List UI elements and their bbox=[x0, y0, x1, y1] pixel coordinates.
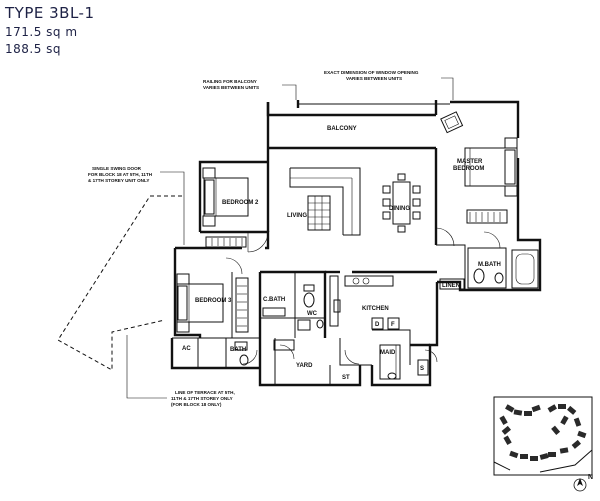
north-arrow-icon: N bbox=[573, 474, 593, 492]
bath-label: BATH bbox=[230, 347, 246, 353]
area-sqm: 171.5 sq m bbox=[5, 25, 78, 39]
kitchen-label: KITCHEN bbox=[362, 306, 389, 312]
master-bed-icon bbox=[464, 137, 518, 197]
bedroom3-wardrobe-icon bbox=[235, 277, 249, 333]
yard-label: YARD bbox=[296, 363, 313, 369]
terrace-note: LINE OF TERRACE AT 5TH, 11TH & 17TH STOR… bbox=[126, 335, 235, 407]
door-leader bbox=[160, 171, 185, 245]
master-bath-fixtures bbox=[467, 247, 539, 289]
coffee-table-icon bbox=[307, 195, 331, 231]
balcony-label: BALCONY bbox=[327, 126, 357, 132]
bath-fixtures bbox=[234, 284, 324, 366]
railing-note-line2: VARIES BETWEEN UNITS bbox=[203, 85, 259, 90]
ac-label: AC bbox=[182, 346, 191, 352]
door-swings bbox=[225, 227, 501, 365]
area-sqft: 188.5 sq bbox=[5, 42, 62, 56]
fridge-label: D bbox=[375, 322, 380, 328]
sofa-set-icon bbox=[289, 167, 361, 236]
living-label: LIVING bbox=[287, 213, 307, 219]
north-label: N bbox=[588, 474, 593, 481]
window-note-line2: VARIES BETWEEN UNITS bbox=[346, 76, 402, 81]
bedroom3-bed-icon bbox=[176, 273, 224, 333]
unit-type-title: TYPE 3BL-1 bbox=[5, 4, 95, 22]
railing-note: RAILING FOR BALCONY VARIES BETWEEN UNITS bbox=[203, 79, 297, 100]
c-bath-label: C.BATH bbox=[263, 297, 285, 303]
terrace-note-line1: LINE OF TERRACE AT 5TH, bbox=[175, 390, 235, 395]
st-label: ST bbox=[342, 375, 350, 381]
door-note-line1: SINGLE SWING DOOR bbox=[92, 166, 142, 171]
terrace-outline bbox=[57, 195, 182, 371]
bedroom3-label: BEDROOM 3 bbox=[195, 298, 232, 304]
dining-label: DINING bbox=[389, 206, 410, 212]
terrace-note-line3: (FOR BLOCK 18 ONLY) bbox=[171, 402, 222, 407]
exterior-walls bbox=[170, 100, 542, 387]
kitchen-fixtures bbox=[329, 275, 429, 380]
maid-label: MAID bbox=[380, 350, 396, 356]
linen-closet bbox=[439, 278, 465, 290]
master-bedroom-label-1: MASTER bbox=[457, 159, 483, 165]
window-leader bbox=[441, 77, 454, 100]
window-note-line1: EXACT DIMENSION OF WINDOW OPENING bbox=[324, 70, 419, 75]
linen-label: LINEN bbox=[442, 283, 460, 289]
window-note: EXACT DIMENSION OF WINDOW OPENING VARIES… bbox=[324, 70, 454, 100]
door-note: SINGLE SWING DOOR FOR BLOCK 18 AT 5TH, 1… bbox=[88, 166, 185, 245]
terrace-leader bbox=[126, 335, 167, 399]
armchair-icon bbox=[440, 111, 464, 134]
bedroom2-label: BEDROOM 2 bbox=[222, 200, 259, 206]
s-label: S bbox=[420, 366, 424, 372]
wc-label: WC bbox=[307, 311, 318, 317]
railing-note-line1: RAILING FOR BALCONY bbox=[203, 79, 257, 84]
interior-walls bbox=[172, 146, 466, 385]
dryer-label: F bbox=[391, 322, 395, 328]
dining-table-icon bbox=[382, 173, 421, 233]
bedroom2-wardrobe-icon bbox=[205, 236, 247, 248]
door-note-line2: FOR BLOCK 18 AT 5TH, 11TH bbox=[88, 172, 153, 177]
bedroom2-bed-icon bbox=[202, 167, 249, 227]
terrace-note-line2: 11TH & 17TH STOREY ONLY bbox=[171, 396, 233, 401]
master-wardrobe-icon bbox=[466, 209, 508, 224]
door-note-line3: & 17TH STOREY UNIT ONLY bbox=[88, 178, 149, 183]
railing-leader bbox=[282, 84, 297, 100]
master-bedroom-label-2: BEDROOM bbox=[453, 166, 484, 172]
m-bath-label: M.BATH bbox=[478, 262, 501, 268]
site-key-plan bbox=[493, 396, 593, 476]
